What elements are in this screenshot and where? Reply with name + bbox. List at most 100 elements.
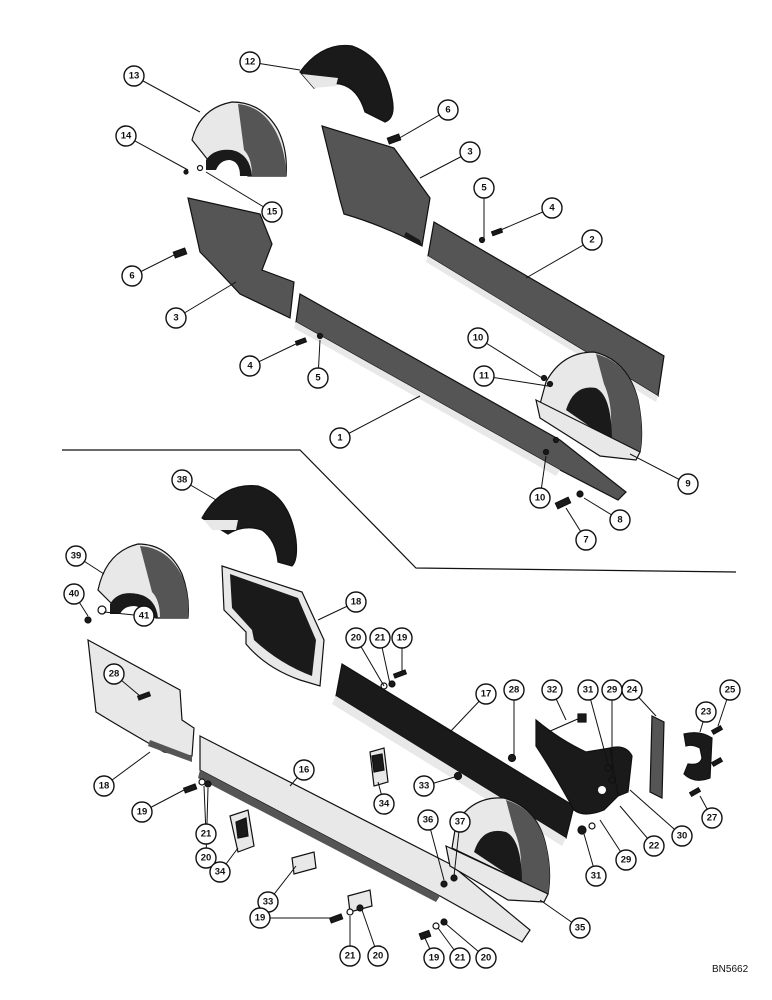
callout-28b: 28	[503, 679, 525, 701]
callout-circle	[475, 683, 497, 705]
leader-line-3b	[175, 281, 237, 319]
leader-line-10a	[477, 337, 543, 379]
callout-circle	[307, 367, 329, 389]
callout-circle	[195, 847, 217, 869]
callout-number: 18	[351, 597, 362, 608]
callout-number: 11	[479, 371, 490, 382]
callout-circle	[671, 825, 693, 847]
callout-number: 21	[345, 951, 356, 962]
callout-number: 6	[129, 271, 134, 282]
callout-10b: 10	[529, 487, 551, 509]
callout-40: 40	[63, 583, 85, 605]
callout-8: 8	[609, 509, 631, 531]
part-39-shield	[97, 543, 189, 619]
callout-31a: 31	[577, 679, 599, 701]
callout-circle	[609, 509, 631, 531]
callout-35: 35	[569, 917, 591, 939]
callout-20b: 20	[195, 847, 217, 869]
callout-number: 33	[263, 897, 274, 908]
callout-27: 27	[701, 807, 723, 829]
callout-5b: 5	[307, 367, 329, 389]
callout-9: 9	[677, 473, 699, 495]
callout-circle	[239, 355, 261, 377]
callout-circle	[261, 201, 283, 223]
part-9-housing	[535, 351, 643, 461]
callout-4a: 4	[541, 197, 563, 219]
callout-number: 40	[69, 589, 80, 600]
callout-circle	[615, 849, 637, 871]
part-24-plate	[649, 715, 665, 799]
callout-15: 15	[261, 201, 283, 223]
callout-19d: 19	[423, 947, 445, 969]
callout-20d: 20	[475, 947, 497, 969]
callout-19b: 19	[131, 801, 153, 823]
callout-13: 13	[123, 65, 145, 87]
callout-11: 11	[473, 365, 495, 387]
callout-number: 9	[685, 479, 690, 490]
callout-circle	[577, 679, 599, 701]
diagram-code: BN5662	[712, 964, 749, 975]
callout-circle	[367, 945, 389, 967]
callout-number: 32	[547, 685, 558, 696]
callout-17: 17	[475, 683, 497, 705]
callout-number: 3	[467, 147, 472, 158]
callout-circle	[541, 197, 563, 219]
callout-16: 16	[293, 759, 315, 781]
callout-34a: 34	[373, 793, 395, 815]
callout-circle	[339, 945, 361, 967]
callout-number: 17	[481, 689, 492, 700]
part-3-panel-upper	[321, 125, 431, 247]
callout-circle	[473, 177, 495, 199]
callout-21b: 21	[195, 823, 217, 845]
callout-circle	[701, 807, 723, 829]
callout-number: 37	[455, 817, 466, 828]
callout-circle	[329, 427, 351, 449]
callout-37: 37	[449, 811, 471, 833]
callout-circle	[529, 487, 551, 509]
callout-circle	[209, 861, 231, 883]
callout-1: 1	[329, 427, 351, 449]
leader-line-13	[133, 75, 201, 113]
callout-number: 29	[607, 685, 618, 696]
callout-circle	[65, 545, 87, 567]
callout-number: 3	[173, 313, 178, 324]
callout-21c: 21	[339, 945, 361, 967]
callout-circle	[171, 469, 193, 491]
callout-3b: 3	[165, 307, 187, 329]
callout-29b: 29	[615, 849, 637, 871]
lower-brackets	[229, 747, 389, 913]
callout-circle	[459, 141, 481, 163]
callout-number: 5	[315, 373, 321, 384]
callout-20c: 20	[367, 945, 389, 967]
callout-24: 24	[621, 679, 643, 701]
callout-number: 31	[583, 685, 594, 696]
callout-circle	[417, 809, 439, 831]
callout-number: 21	[455, 953, 466, 964]
callout-circle	[249, 907, 271, 929]
callout-circle	[467, 327, 489, 349]
callout-circle	[475, 947, 497, 969]
callout-number: 28	[109, 669, 120, 680]
callout-number: 4	[247, 361, 253, 372]
callout-circle	[239, 51, 261, 73]
callout-19c: 19	[249, 907, 271, 929]
callout-21a: 21	[369, 627, 391, 649]
callout-circle	[695, 701, 717, 723]
leader-line-11	[483, 375, 549, 387]
callout-number: 10	[473, 333, 484, 344]
callout-12: 12	[239, 51, 261, 73]
callout-number: 41	[139, 611, 150, 622]
part-2-strip	[426, 221, 665, 402]
callout-circle	[121, 265, 143, 287]
part-32-bolt	[547, 713, 587, 733]
callout-circle	[103, 663, 125, 685]
part-23-clip	[683, 732, 713, 781]
callout-20a: 20	[345, 627, 367, 649]
callout-33a: 33	[413, 775, 435, 797]
callout-number: 16	[299, 765, 310, 776]
callout-19a: 19	[391, 627, 413, 649]
callout-number: 7	[583, 535, 588, 546]
callout-6b: 6	[121, 265, 143, 287]
callout-number: 4	[549, 203, 555, 214]
